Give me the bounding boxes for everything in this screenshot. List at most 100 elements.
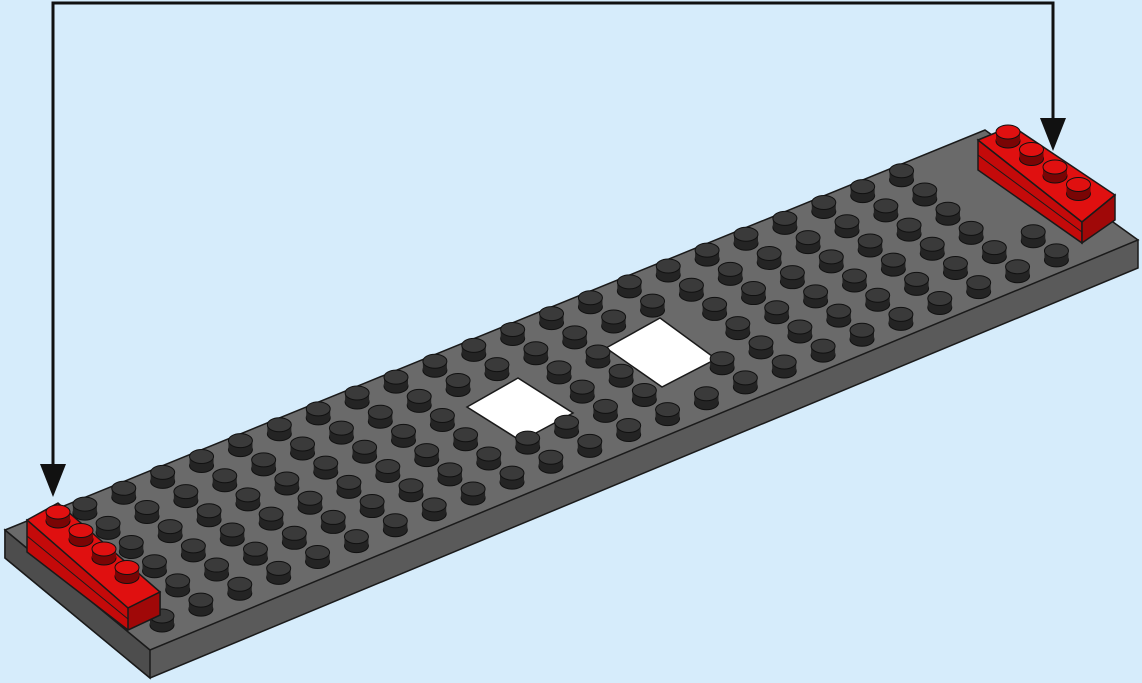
- stud: [718, 262, 742, 285]
- red-stud: [115, 561, 139, 584]
- stud: [267, 561, 291, 584]
- stud: [438, 463, 462, 486]
- stud: [329, 421, 353, 444]
- stud: [866, 288, 890, 311]
- stud: [166, 574, 190, 597]
- stud: [757, 246, 781, 269]
- stud: [1021, 225, 1045, 248]
- stud: [1044, 244, 1068, 267]
- red-stud: [996, 125, 1020, 148]
- stud: [593, 399, 617, 422]
- stud: [617, 419, 641, 442]
- stud: [812, 196, 836, 219]
- stud: [890, 164, 914, 187]
- stud: [243, 542, 267, 565]
- stud: [446, 373, 470, 396]
- stud: [383, 514, 407, 537]
- stud: [780, 266, 804, 289]
- stud: [267, 418, 291, 441]
- stud: [368, 405, 392, 428]
- stud: [422, 498, 446, 521]
- stud: [96, 516, 120, 539]
- stud: [275, 472, 299, 495]
- stud: [158, 520, 182, 543]
- stud: [360, 495, 384, 518]
- stud: [851, 180, 875, 203]
- stud: [617, 275, 641, 298]
- red-stud: [69, 524, 93, 547]
- red-stud: [1020, 143, 1044, 166]
- stud: [112, 481, 136, 504]
- stud: [151, 465, 175, 488]
- stud: [337, 475, 361, 498]
- stud: [345, 386, 369, 409]
- stud: [602, 310, 626, 333]
- stud: [905, 272, 929, 295]
- stud: [407, 389, 431, 412]
- stud: [516, 431, 540, 454]
- stud: [788, 320, 812, 343]
- stud: [415, 444, 439, 467]
- stud: [695, 243, 719, 266]
- stud: [384, 370, 408, 393]
- stud: [819, 250, 843, 273]
- stud: [835, 215, 859, 238]
- stud: [920, 237, 944, 260]
- stud: [321, 510, 345, 533]
- stud: [205, 558, 229, 581]
- stud: [679, 278, 703, 301]
- stud: [119, 536, 143, 559]
- stud: [827, 304, 851, 327]
- stud: [547, 361, 571, 384]
- stud: [423, 354, 447, 377]
- stud: [540, 307, 564, 330]
- stud: [344, 530, 368, 553]
- red-stud: [1043, 160, 1067, 183]
- stud: [881, 253, 905, 276]
- stud: [943, 256, 967, 279]
- stud: [477, 447, 501, 470]
- stud: [174, 485, 198, 508]
- stud: [252, 453, 276, 476]
- stud: [135, 500, 159, 523]
- red-stud: [92, 542, 116, 565]
- stud: [563, 326, 587, 349]
- stud: [181, 539, 205, 562]
- stud: [796, 231, 820, 254]
- stud: [228, 434, 252, 457]
- stud: [399, 479, 423, 502]
- stud: [586, 345, 610, 368]
- stud: [291, 437, 315, 460]
- stud: [539, 450, 563, 473]
- stud: [555, 415, 579, 438]
- stud: [703, 297, 727, 320]
- stud: [982, 241, 1006, 264]
- stud: [804, 285, 828, 308]
- stud: [656, 259, 680, 282]
- stud: [874, 199, 898, 222]
- stud: [928, 292, 952, 315]
- stud: [772, 355, 796, 378]
- stud: [73, 497, 97, 520]
- stud: [936, 202, 960, 225]
- stud: [742, 282, 766, 305]
- stud: [236, 488, 260, 511]
- stud: [913, 183, 937, 206]
- stud: [967, 276, 991, 299]
- stud: [570, 380, 594, 403]
- stud: [392, 424, 416, 447]
- stud: [376, 459, 400, 482]
- stud: [850, 323, 874, 346]
- red-stud: [46, 505, 70, 528]
- stud: [197, 504, 221, 527]
- stud: [485, 358, 509, 381]
- stud: [656, 403, 680, 426]
- stud: [726, 317, 750, 340]
- stud: [228, 577, 252, 600]
- stud: [609, 364, 633, 387]
- stud: [749, 336, 773, 359]
- stud: [578, 434, 602, 457]
- stud: [306, 402, 330, 425]
- stud: [578, 291, 602, 314]
